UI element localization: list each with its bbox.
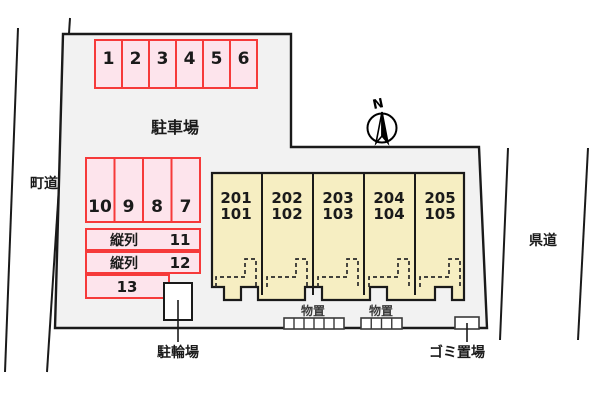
compass-north-label: N	[371, 96, 385, 113]
tandem-row-11[interactable]: 縦列 11	[85, 228, 201, 251]
unit-number-lower: 101	[220, 205, 251, 223]
stall-label: 7	[180, 197, 192, 217]
tandem-row-12[interactable]: 縦列 12	[85, 251, 201, 274]
unit-number-lower: 105	[424, 205, 455, 223]
unit-stairs-outline	[317, 258, 359, 287]
building-unit[interactable]: 204 104	[368, 189, 410, 287]
storage-label: 物置	[301, 303, 325, 318]
unit-stairs-outline	[419, 258, 461, 287]
tandem-label: 縦列	[110, 232, 138, 249]
unit-stairs-outline	[266, 258, 308, 287]
tandem-number: 12	[170, 254, 191, 272]
building-unit[interactable]: 203 103	[317, 189, 359, 287]
unit-number-upper: 205	[424, 189, 455, 207]
stall-label: 5	[211, 49, 223, 69]
unit-number-upper: 203	[322, 189, 353, 207]
parking-block-left: 10 9 8 7	[85, 157, 201, 223]
building-footprint	[210, 171, 466, 302]
unit-number-lower: 104	[373, 205, 404, 223]
building-unit[interactable]: 205 105	[419, 189, 461, 287]
unit-stairs-outline	[368, 258, 410, 287]
unit-stairs-outline	[215, 258, 257, 287]
unit-number-lower: 103	[322, 205, 353, 223]
stall-label: 13	[117, 278, 138, 296]
parking-lot-label: 駐車場	[151, 118, 199, 137]
unit-number-upper: 201	[220, 189, 251, 207]
prefectural-road-label: 県道	[529, 232, 557, 249]
apartment-building: 201 101 202 102 203 103 204 104	[210, 171, 466, 302]
parking-stall-13[interactable]: 13	[85, 274, 170, 299]
stall-label: 3	[157, 49, 169, 69]
stall-label: 6	[238, 49, 250, 69]
bicycle-parking-label: 駐輪場	[157, 344, 199, 361]
garbage-area-label: ゴミ置場	[429, 344, 485, 361]
unit-number-lower: 102	[271, 205, 302, 223]
tandem-number: 11	[170, 231, 191, 249]
storage-shed-left[interactable]: 物置	[283, 303, 345, 330]
stall-label: 10	[88, 197, 112, 217]
storage-label: 物置	[369, 303, 393, 318]
compass-north-icon: N	[366, 96, 398, 146]
stall-label: 9	[123, 197, 135, 217]
stall-label: 1	[103, 49, 115, 69]
parking-block-top: 1 2 3 4 5 6	[94, 39, 258, 89]
stall-label: 2	[130, 49, 142, 69]
building-unit[interactable]: 202 102	[266, 189, 308, 287]
unit-number-upper: 202	[271, 189, 302, 207]
stall-label: 8	[151, 197, 163, 217]
building-unit[interactable]: 201 101	[215, 189, 257, 287]
storage-shed-right[interactable]: 物置	[360, 303, 403, 330]
town-road-label: 町道	[30, 175, 58, 192]
prefectural-road-lines	[499, 147, 589, 341]
stall-label: 4	[184, 49, 196, 69]
unit-number-upper: 204	[373, 189, 404, 207]
tandem-label: 縦列	[110, 255, 138, 272]
